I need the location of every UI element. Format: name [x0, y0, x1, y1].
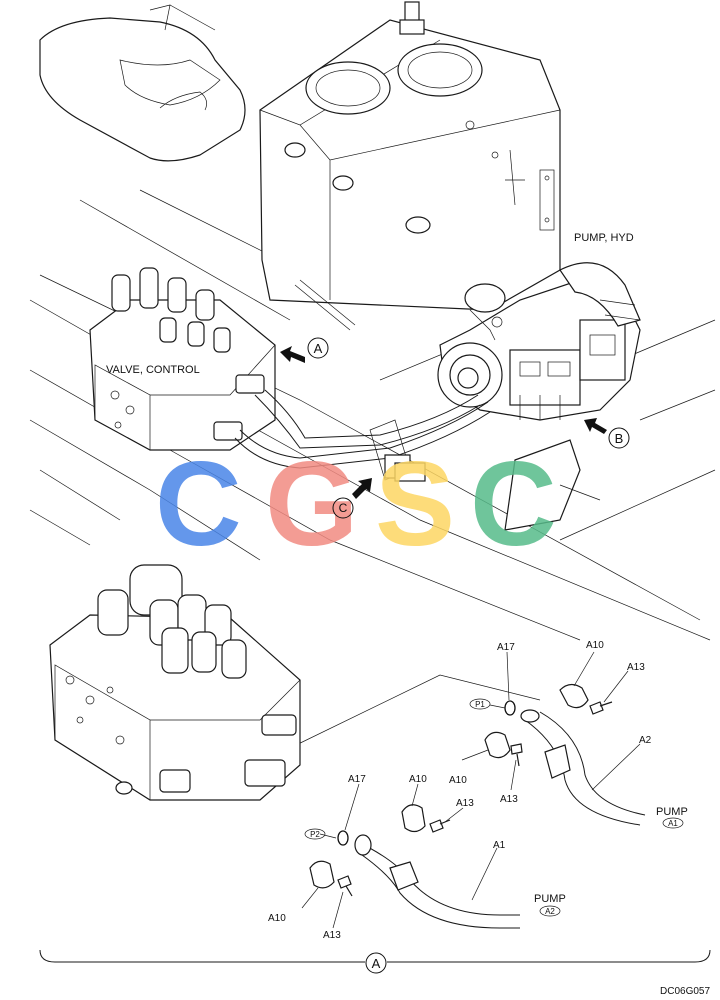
- callout-c-label: C: [339, 501, 348, 515]
- bolt-a13-bot: [337, 875, 353, 897]
- flange-a10-bot: [309, 860, 335, 889]
- part-labels: A17 A10 A13 A2 A10 A13 A10 A13 A17 A1 A1…: [268, 640, 652, 941]
- port-a2-tag: [539, 905, 561, 917]
- hose-a1: [354, 834, 520, 929]
- label-a2: A2: [639, 735, 652, 746]
- label-a17-bot: A17: [348, 774, 366, 785]
- bolt-a13-top: [589, 701, 613, 715]
- callout-c-circle: [332, 497, 354, 519]
- bolts: [337, 701, 613, 897]
- label-a13-top: A13: [627, 662, 645, 673]
- callout-a-circle: [307, 337, 329, 359]
- hose-a2: [520, 709, 646, 826]
- o-ring-a17-bot: [337, 830, 349, 846]
- label-a13-mid: A13: [500, 794, 518, 805]
- watermark-letter: S: [375, 437, 455, 571]
- control-valve-lower: [49, 564, 301, 801]
- detail-bracket: [39, 949, 711, 963]
- callout-arrows: [280, 346, 607, 499]
- label-a1: A1: [493, 840, 506, 851]
- arrow-a: [280, 346, 305, 363]
- port-a1-tag: [662, 817, 684, 829]
- port-a2-label: A2: [545, 907, 555, 916]
- hydraulic-tank: [259, 1, 561, 331]
- upper-assembly: C G S C C A B PUMP, HYD VALVE, CONTROL: [29, 1, 716, 641]
- bolt-a13-mid2: [429, 819, 451, 833]
- o-ring-a17-top: [504, 700, 516, 716]
- hoses-upper: [234, 389, 491, 482]
- mount-bracket: [504, 439, 601, 531]
- watermark: C G S C: [155, 437, 557, 571]
- pump-a1-label: PUMP: [656, 806, 688, 818]
- callout-b-label: B: [615, 431, 624, 446]
- pump-a2-label: PUMP: [534, 893, 566, 905]
- watermark-letter: C: [470, 437, 557, 571]
- arrow-b: [584, 418, 607, 434]
- part-leaders: [301, 651, 641, 929]
- split-flanges: [309, 683, 589, 889]
- label-a10-top: A10: [586, 640, 604, 651]
- bolt-a13-mid: [510, 743, 523, 767]
- control-valve-upper: [89, 267, 276, 451]
- watermark-letter: G: [265, 437, 358, 571]
- detail-ref-circle: [365, 952, 387, 974]
- flange-a10-mid2: [401, 804, 426, 833]
- valve-control-label: VALVE, CONTROL: [106, 364, 200, 376]
- port-tags: P1 P2 A1 A2: [304, 698, 684, 917]
- label-a10-bot: A10: [268, 913, 286, 924]
- arrow-c: [352, 478, 372, 499]
- operator-seat: [39, 4, 246, 162]
- detail-view: A17 A10 A13 A2 A10 A13 A10 A13 A17 A1 A1…: [39, 564, 711, 974]
- port-p2-tag: [304, 828, 326, 840]
- port-a1-label: A1: [668, 819, 678, 828]
- leader-line: [289, 674, 541, 749]
- watermark-letter: C: [155, 437, 242, 571]
- label-a10-mid2: A10: [409, 774, 427, 785]
- port-p1-label: P1: [475, 700, 485, 709]
- label-a13-mid2: A13: [456, 798, 474, 809]
- callout-a-label: A: [314, 341, 323, 356]
- label-a17-top: A17: [497, 642, 515, 653]
- flange-a10-mid: [484, 731, 511, 759]
- callout-b-circle: [608, 427, 630, 449]
- port-p2-label: P2: [310, 830, 320, 839]
- pump-hyd-label: PUMP, HYD: [574, 232, 634, 244]
- label-a10-mid: A10: [449, 775, 467, 786]
- port-p1-tag: [469, 698, 491, 710]
- hydraulic-pump: [437, 262, 641, 421]
- detail-ref-label: A: [372, 956, 381, 971]
- drawing-code: DC06G057: [660, 986, 710, 997]
- flange-a10-top: [559, 683, 589, 709]
- label-a13-bot: A13: [323, 930, 341, 941]
